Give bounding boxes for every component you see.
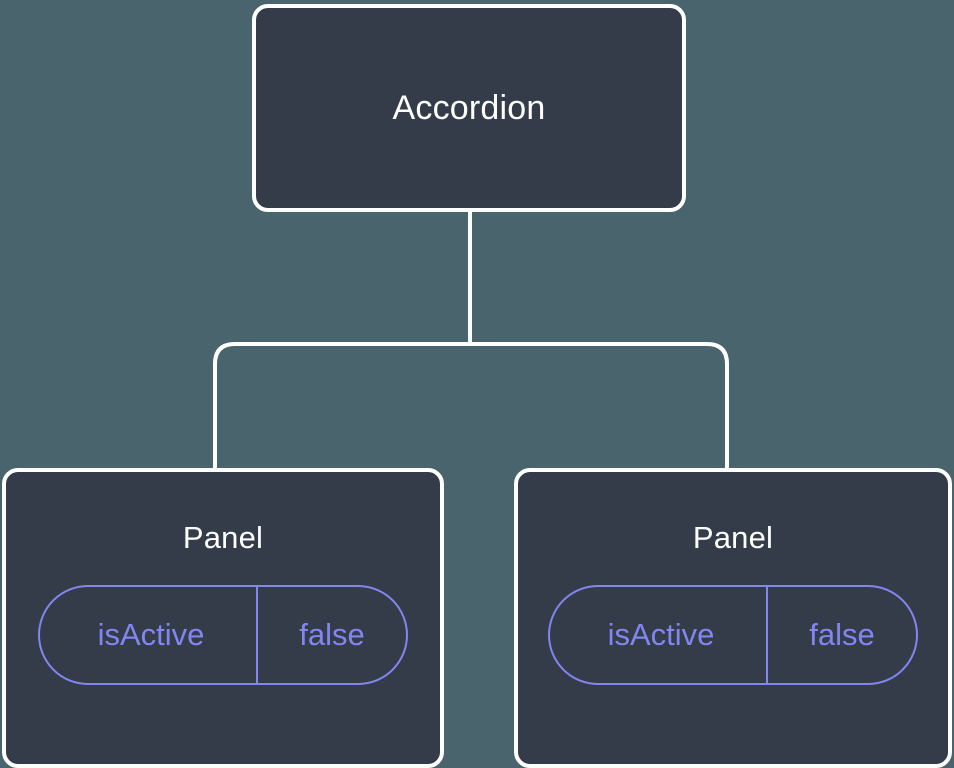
edge-root-to-panel-0 xyxy=(213,342,470,474)
node-title: Panel xyxy=(692,520,774,555)
node-prop-key: isActive xyxy=(97,617,205,652)
tree-node-accordion[interactable]: Accordion xyxy=(252,4,686,212)
node-prop-pill[interactable]: isActive false xyxy=(548,585,918,685)
node-title: Panel xyxy=(182,520,264,555)
component-tree-diagram: Accordion Panel isActive false Panel isA… xyxy=(2,4,952,768)
node-prop-value: false xyxy=(766,587,916,683)
edge-root-to-panel-1 xyxy=(470,342,729,474)
tree-node-panel-1[interactable]: Panel isActive false xyxy=(514,468,952,768)
node-prop-pill[interactable]: isActive false xyxy=(38,585,408,685)
node-prop-key: isActive xyxy=(607,617,715,652)
node-title: Accordion xyxy=(392,89,546,127)
tree-node-panel-0[interactable]: Panel isActive false xyxy=(2,468,444,768)
node-prop-value: false xyxy=(256,587,406,683)
